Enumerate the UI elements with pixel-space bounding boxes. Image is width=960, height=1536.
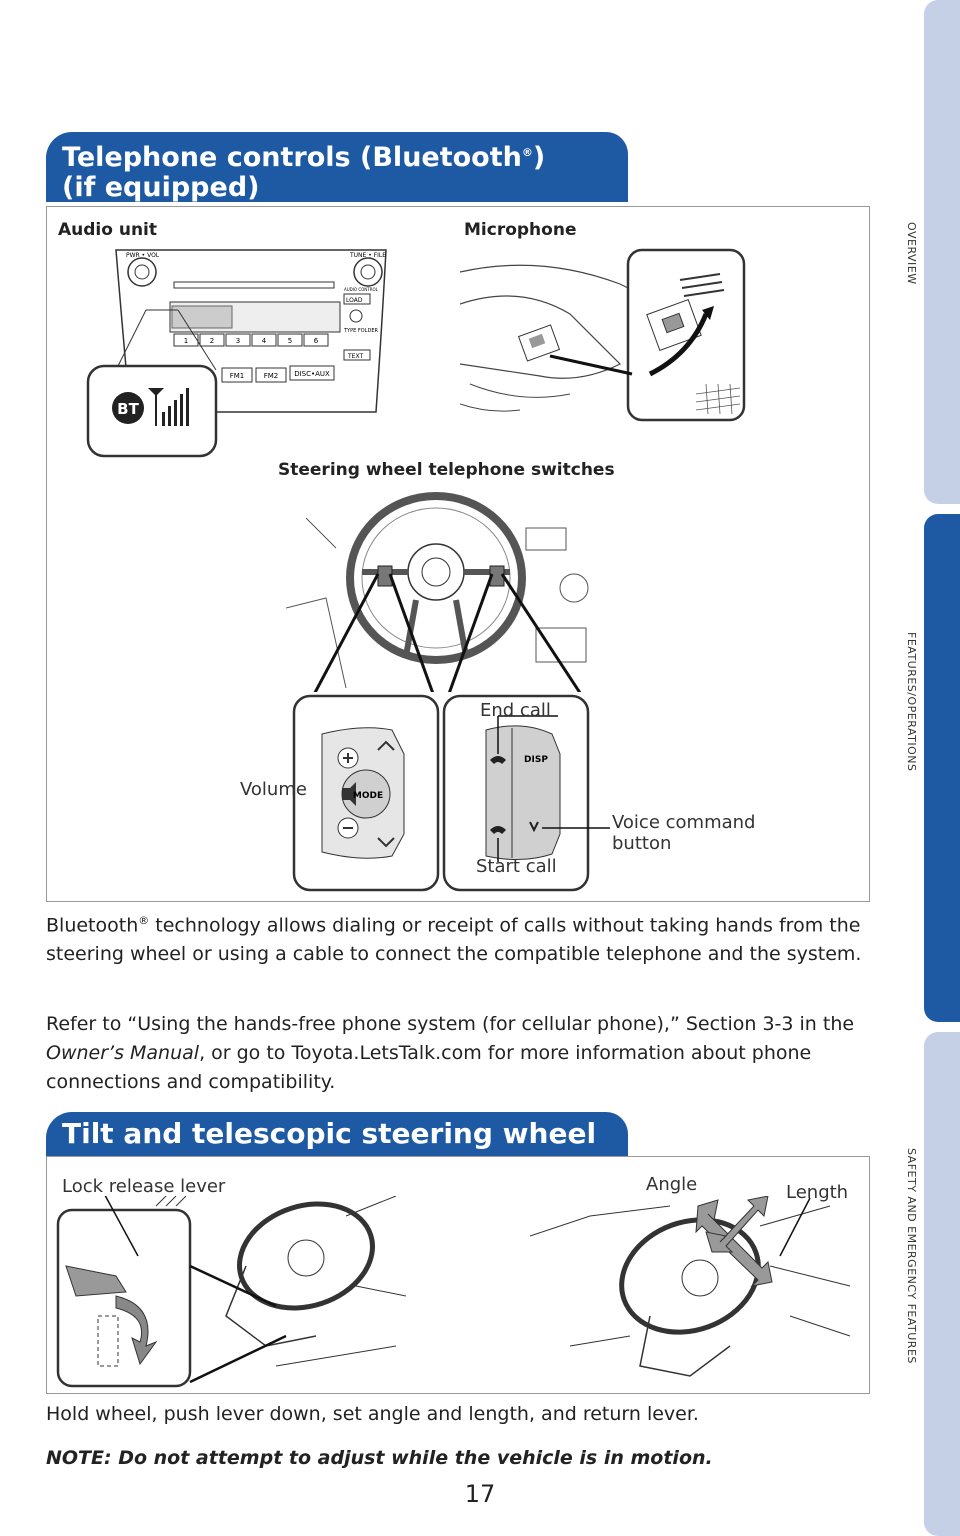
preset-2: 2 — [210, 337, 214, 345]
tab-label-features: FEATURES/OPERATIONS — [905, 632, 918, 772]
label-volume: Volume — [240, 779, 307, 800]
volume-switch-illustration: MODE — [292, 694, 440, 892]
label-steering-switches: Steering wheel telephone switches — [278, 460, 615, 480]
label-end-call: End call — [480, 700, 551, 721]
text-button-text: TEXT — [347, 353, 363, 360]
tilt-paragraph: Hold wheel, push lever down, set angle a… — [46, 1403, 699, 1425]
section-title-line1: Telephone controls (Bluetooth — [62, 142, 522, 173]
page-number: 17 — [464, 1480, 496, 1508]
tab-label-safety: SAFETY AND EMERGENCY FEATURES — [905, 1148, 918, 1364]
tab-label-overview: OVERVIEW — [905, 222, 918, 285]
preset-6: 6 — [314, 337, 319, 345]
section-header-tilt: Tilt and telescopic steering wheel — [46, 1112, 628, 1156]
steering-wheel-illustration — [286, 488, 596, 692]
tilt-note: NOTE: Do not attempt to adjust while the… — [46, 1447, 713, 1469]
section-header-telephone: Telephone controls (Bluetooth®) (if equi… — [46, 132, 628, 203]
side-tabs — [924, 0, 960, 1536]
mode-text: MODE — [353, 791, 383, 801]
fm1-text: FM1 — [230, 372, 245, 380]
tab-overview[interactable] — [924, 0, 960, 504]
label-microphone: Microphone — [464, 220, 577, 240]
label-voice-command-2: button — [612, 833, 672, 854]
lock-release-illustration — [56, 1196, 406, 1388]
paragraph1-post: technology allows dialing or receipt of … — [46, 914, 862, 966]
label-angle: Angle — [646, 1174, 698, 1195]
bluetooth-paragraph: Bluetooth® technology allows dialing or … — [46, 906, 866, 969]
preset-5: 5 — [288, 337, 292, 345]
type-folder-text: TYPE FOLDER — [343, 328, 378, 334]
label-voice-command-1: Voice command — [612, 812, 756, 833]
audio-unit-illustration: PWR • VOL TUNE • FILE LOAD AUDIO CONTROL… — [86, 249, 387, 458]
refer-paragraph: Refer to “Using the hands-free phone sys… — [46, 1010, 866, 1097]
section-title-paren: ) — [532, 142, 546, 173]
disc-aux-text: DISC•AUX — [294, 370, 330, 378]
preset-3: 3 — [236, 337, 240, 345]
label-audio-unit: Audio unit — [58, 220, 158, 240]
audio-control-text: AUDIO CONTROL — [344, 287, 379, 292]
tune-file-text: TUNE • FILE — [349, 252, 386, 259]
paragraph1-reg: ® — [138, 914, 150, 927]
voice-command-leader — [584, 827, 610, 829]
label-lock-release: Lock release lever — [62, 1176, 226, 1197]
preset-1: 1 — [184, 337, 188, 345]
pwr-vol-text: PWR • VOL — [126, 252, 160, 259]
tab-features-operations[interactable] — [924, 514, 960, 1022]
registered-mark: ® — [521, 146, 533, 159]
call-switch-illustration: DISP — [442, 694, 590, 892]
disp-text: DISP — [524, 755, 548, 765]
section-title-line2: (if equipped) — [62, 172, 260, 203]
owners-manual-ref: Owner’s Manual — [46, 1042, 200, 1064]
microphone-illustration — [460, 248, 746, 422]
preset-4: 4 — [262, 337, 267, 345]
paragraph2-pre: Refer to “Using the hands-free phone sys… — [46, 1013, 855, 1035]
angle-length-illustration — [530, 1196, 851, 1377]
tab-safety-emergency[interactable] — [924, 1032, 960, 1536]
paragraph2-post: , or go to Toyota.LetsTalk.com for more … — [46, 1042, 812, 1093]
label-start-call: Start call — [476, 856, 557, 877]
paragraph1-pre: Bluetooth — [46, 914, 139, 937]
load-text: LOAD — [346, 297, 363, 304]
bt-text: BT — [117, 400, 139, 418]
label-length: Length — [786, 1182, 849, 1203]
fm2-text: FM2 — [264, 372, 279, 380]
